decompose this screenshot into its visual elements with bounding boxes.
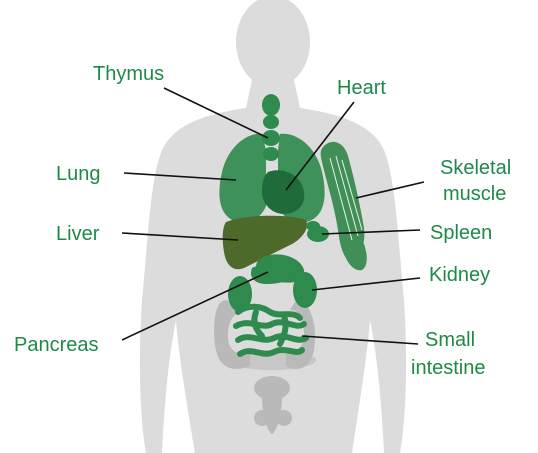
reproductive-shadow-2 (254, 410, 270, 426)
label-lung: Lung (56, 163, 101, 185)
label-thymus: Thymus (93, 63, 164, 85)
bladder-shadow (254, 376, 290, 400)
label-skeletal-muscle-line1: Skeletal (440, 157, 511, 179)
label-skeletal-muscle-line2: muscle (443, 183, 506, 205)
label-small-intestine-line1: Small (425, 329, 475, 351)
label-heart: Heart (337, 77, 386, 99)
reproductive-shadow-3 (276, 410, 292, 426)
label-pancreas: Pancreas (14, 334, 99, 356)
label-small-intestine-line2: intestine (411, 357, 486, 379)
label-kidney: Kidney (429, 264, 490, 286)
spleen-upper (306, 221, 320, 231)
label-spleen: Spleen (430, 222, 492, 244)
silhouette-head (236, 0, 310, 88)
label-liver: Liver (56, 223, 100, 245)
